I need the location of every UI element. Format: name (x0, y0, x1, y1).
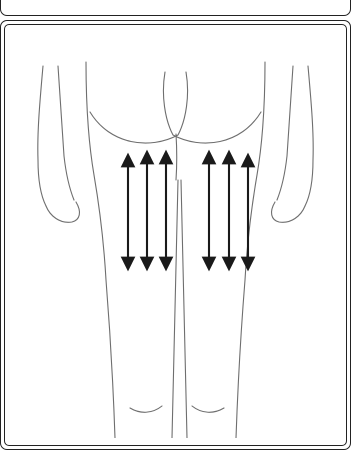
right-arm-outer (305, 66, 313, 206)
right-buttock (163, 72, 261, 143)
thigh-stretch-illustration (0, 0, 351, 438)
left-leg-inner (172, 180, 178, 438)
gluteal-cleft (176, 134, 177, 180)
stretch-arrows (128, 157, 248, 264)
body-outline (38, 62, 313, 438)
left-knee-crease (130, 406, 162, 412)
left-arm-outer (38, 66, 46, 206)
right-knee-crease (192, 406, 224, 412)
right-arm-inner (277, 66, 293, 200)
left-arm-inner (58, 66, 74, 200)
right-hand (272, 202, 305, 222)
right-leg-outer (236, 280, 245, 438)
left-hand (46, 202, 79, 222)
left-leg-outer (106, 280, 115, 438)
right-leg-inner (181, 180, 187, 438)
left-hip-line (86, 62, 106, 280)
left-buttock (90, 72, 188, 143)
